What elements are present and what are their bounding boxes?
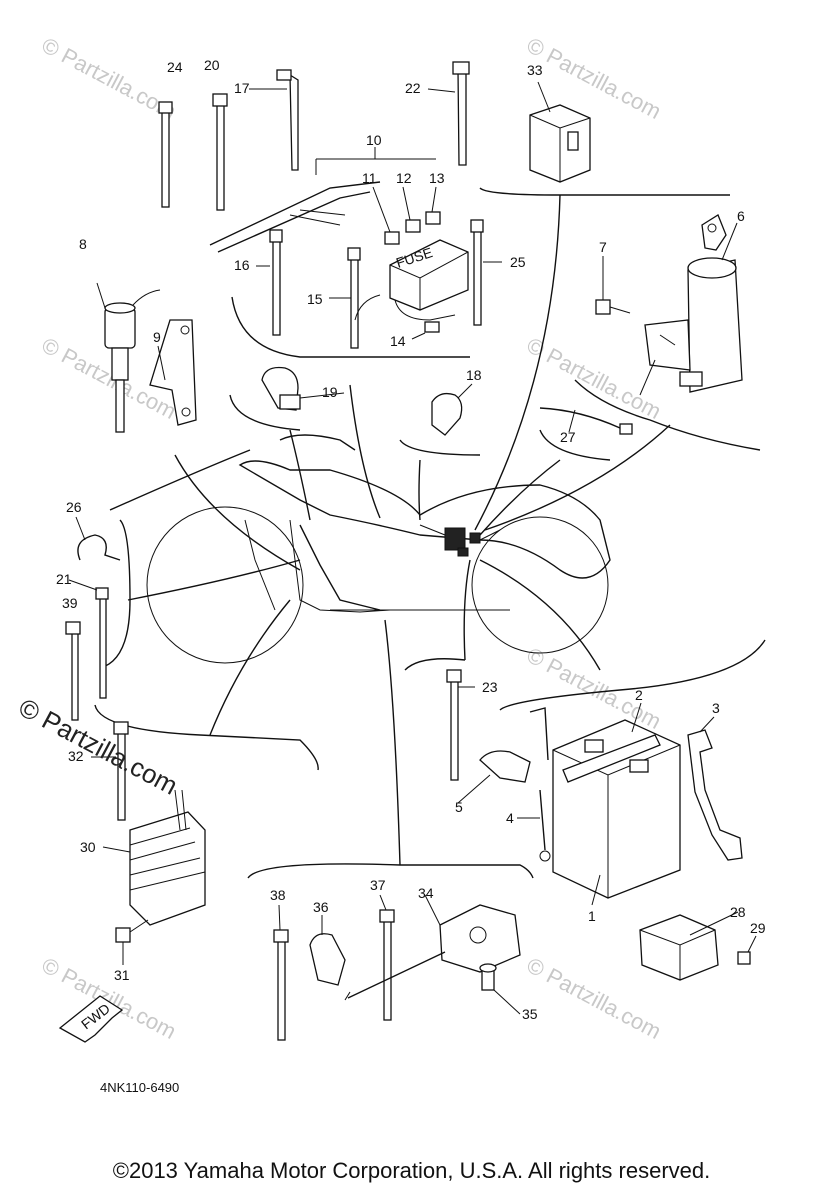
clamp-36 xyxy=(309,933,346,986)
callout-20: 20 xyxy=(204,57,220,73)
wire-27 xyxy=(539,407,633,435)
relay-28 xyxy=(639,914,719,981)
callout-24: 24 xyxy=(167,59,183,75)
rectifier-30 xyxy=(129,789,206,926)
relay-33 xyxy=(529,104,591,183)
callout-9: 9 xyxy=(153,329,161,345)
callout-33: 33 xyxy=(527,62,543,78)
callout-32: 32 xyxy=(68,748,84,764)
callout-6: 6 xyxy=(737,208,745,224)
cable-tie-20 xyxy=(216,104,225,211)
cable-tie-39 xyxy=(71,629,79,721)
motorcycle-outline xyxy=(146,434,611,664)
watermark: © Partzilla.com xyxy=(38,952,181,1044)
callout-3: 3 xyxy=(712,700,720,716)
holder-5 xyxy=(479,750,531,783)
callout-17: 17 xyxy=(234,80,250,96)
callout-1: 1 xyxy=(588,908,596,924)
callout-26: 26 xyxy=(66,499,82,515)
clamp-18 xyxy=(431,392,463,436)
callout-23: 23 xyxy=(482,679,498,695)
callout-7: 7 xyxy=(599,239,607,255)
clamp-19 xyxy=(261,366,301,411)
diagram-code: 4NK110-6490 xyxy=(100,1080,180,1095)
sensor-34 xyxy=(344,904,521,1001)
cable-tie-38 xyxy=(277,939,286,1041)
callout-11: 11 xyxy=(362,170,377,186)
cable-ties xyxy=(65,61,484,1041)
cable-tie-23 xyxy=(450,679,459,781)
callouts: 1 2 3 4 5 6 7 8 9 10 11 12 13 14 15 16 1… xyxy=(56,57,766,1022)
callout-19: 19 xyxy=(322,384,338,400)
clip-26 xyxy=(77,534,121,561)
band-2 xyxy=(562,734,661,783)
lead-4 xyxy=(529,707,551,862)
harness-center xyxy=(299,524,501,611)
fuse-box xyxy=(389,239,469,311)
callout-30: 30 xyxy=(80,839,96,855)
callout-25: 25 xyxy=(510,254,526,270)
cable-tie-16 xyxy=(272,239,281,336)
callout-31: 31 xyxy=(114,967,130,983)
callout-2: 2 xyxy=(635,687,643,703)
copyright-notice: ©2013 Yamaha Motor Corporation, U.S.A. A… xyxy=(112,1158,711,1183)
cable-tie-15 xyxy=(350,257,359,349)
cable-tie-21 xyxy=(99,597,107,699)
bolt-31 xyxy=(115,919,149,943)
screw-29 xyxy=(737,951,751,965)
bolt-7 xyxy=(595,299,631,315)
fuse-13 xyxy=(425,211,441,225)
callout-16: 16 xyxy=(234,257,250,273)
battery-1 xyxy=(552,719,681,899)
callout-35: 35 xyxy=(522,1006,538,1022)
callout-13: 13 xyxy=(429,170,445,186)
cable-tie-24 xyxy=(161,111,170,208)
leader-lines xyxy=(68,81,757,1015)
callout-22: 22 xyxy=(405,80,421,96)
callout-12: 12 xyxy=(396,170,412,186)
callout-29: 29 xyxy=(750,920,766,936)
callout-28: 28 xyxy=(730,904,746,920)
callout-27: 27 xyxy=(560,429,576,445)
cable-tie-25 xyxy=(473,229,482,326)
callout-37: 37 xyxy=(370,877,386,893)
callout-8: 8 xyxy=(79,236,87,252)
callout-21: 21 xyxy=(56,571,72,587)
bolt-35 xyxy=(479,963,497,991)
watermark: © Partzilla.com xyxy=(523,332,666,424)
callout-38: 38 xyxy=(270,887,286,903)
cable-tie-17 xyxy=(289,73,299,171)
callout-14: 14 xyxy=(390,333,406,349)
callout-15: 15 xyxy=(307,291,323,307)
fuse-11 xyxy=(384,231,400,245)
sensor-8 xyxy=(104,289,161,433)
callout-34: 34 xyxy=(418,885,434,901)
cable-tie-22 xyxy=(457,69,467,166)
callout-36: 36 xyxy=(313,899,329,915)
group-brackets xyxy=(94,187,766,879)
cover-3 xyxy=(687,729,743,861)
callout-39: 39 xyxy=(62,595,78,611)
callout-4: 4 xyxy=(506,810,514,826)
screw-14 xyxy=(424,321,440,333)
cable-tie-37 xyxy=(383,919,392,1021)
main-switch-6 xyxy=(639,214,743,396)
callout-5: 5 xyxy=(455,799,463,815)
callout-18: 18 xyxy=(466,367,482,383)
fuse-12 xyxy=(405,219,421,233)
wiring-diagram: © Partzilla.com © Partzilla.com © Partzi… xyxy=(38,32,766,1044)
bracket-9 xyxy=(149,319,197,426)
callout-10: 10 xyxy=(366,132,382,148)
